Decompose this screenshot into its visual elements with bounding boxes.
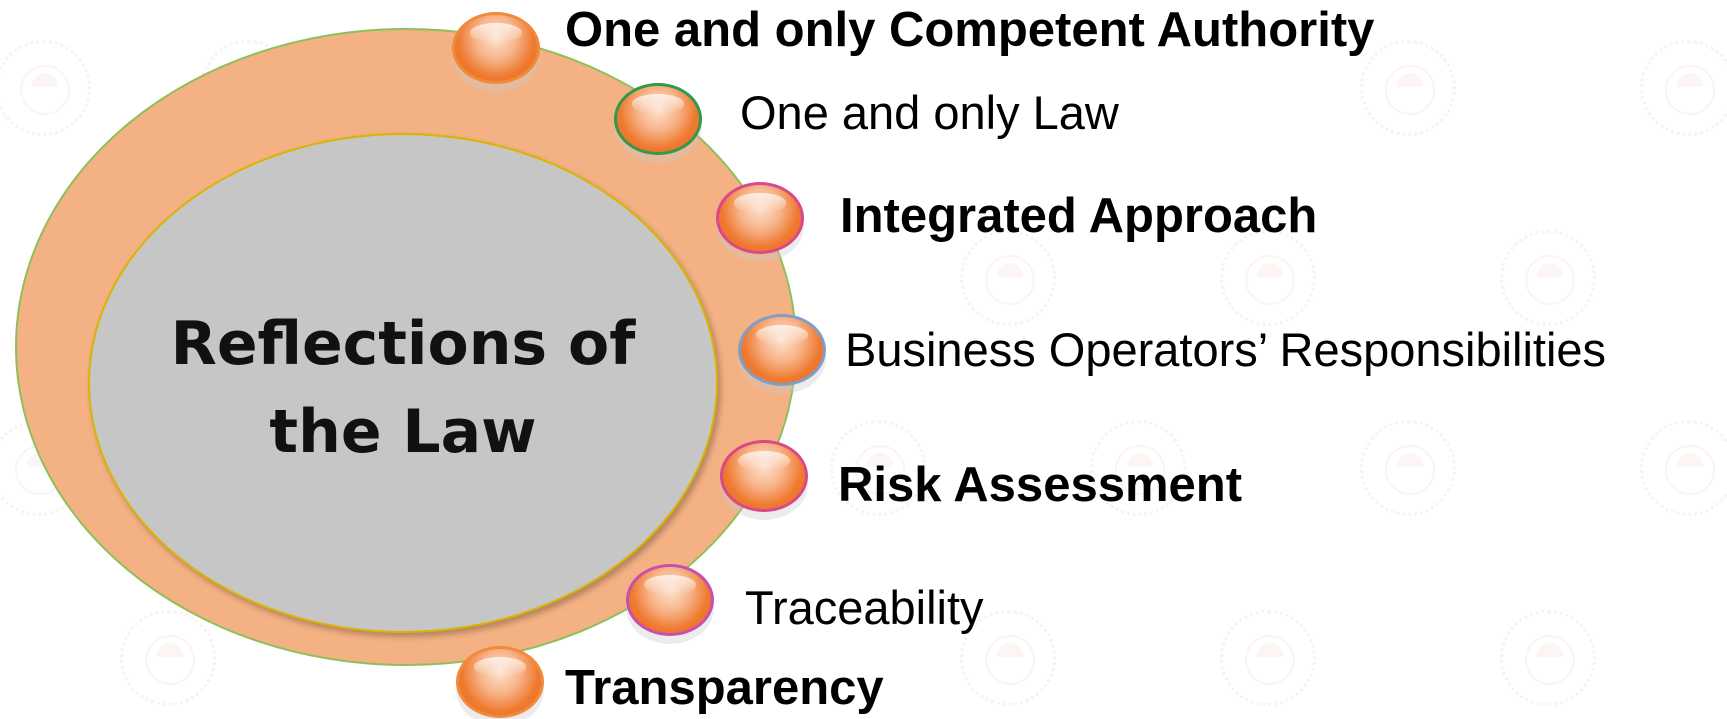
bead-marker-icon xyxy=(716,182,804,254)
bead-marker-icon xyxy=(720,440,808,512)
bead-marker-icon xyxy=(614,83,702,155)
center-title: Reflections of the Law xyxy=(170,309,636,467)
item-label-traceability: Traceability xyxy=(745,581,984,634)
item-label-risk-assessment: Risk Assessment xyxy=(838,458,1243,512)
bead-marker-icon xyxy=(738,314,826,386)
watermark-seal-icon xyxy=(1220,230,1316,326)
watermark-seal-icon xyxy=(1640,420,1727,516)
item-label-integrated-approach: Integrated Approach xyxy=(840,189,1318,243)
watermark-seal-icon xyxy=(830,420,926,516)
item-label-competent-authority: One and only Competent Authority xyxy=(565,3,1375,57)
watermark-seal-icon xyxy=(120,610,216,706)
watermark-seal-icon xyxy=(1090,420,1186,516)
bead-marker-icon xyxy=(626,564,714,636)
bead-marker-icon xyxy=(452,12,540,84)
watermark-seal-icon xyxy=(1500,610,1596,706)
watermark-seal-icon xyxy=(1360,420,1456,516)
watermark-seal-icon xyxy=(960,610,1056,706)
watermark-seal-icon xyxy=(0,40,91,136)
watermark-seal-icon xyxy=(1220,610,1316,706)
watermark-seal-icon xyxy=(960,230,1056,326)
bead-marker-icon xyxy=(456,646,544,718)
watermark-seal-icon xyxy=(1640,40,1727,136)
item-label-business-operators: Business Operators’ Responsibilities xyxy=(845,323,1607,376)
watermark-seal-icon xyxy=(1500,230,1596,326)
inner-ellipse xyxy=(88,133,718,633)
item-label-transparency: Transparency xyxy=(565,661,884,715)
item-label-only-law: One and only Law xyxy=(740,86,1119,139)
watermark-seal-icon xyxy=(1360,40,1456,136)
